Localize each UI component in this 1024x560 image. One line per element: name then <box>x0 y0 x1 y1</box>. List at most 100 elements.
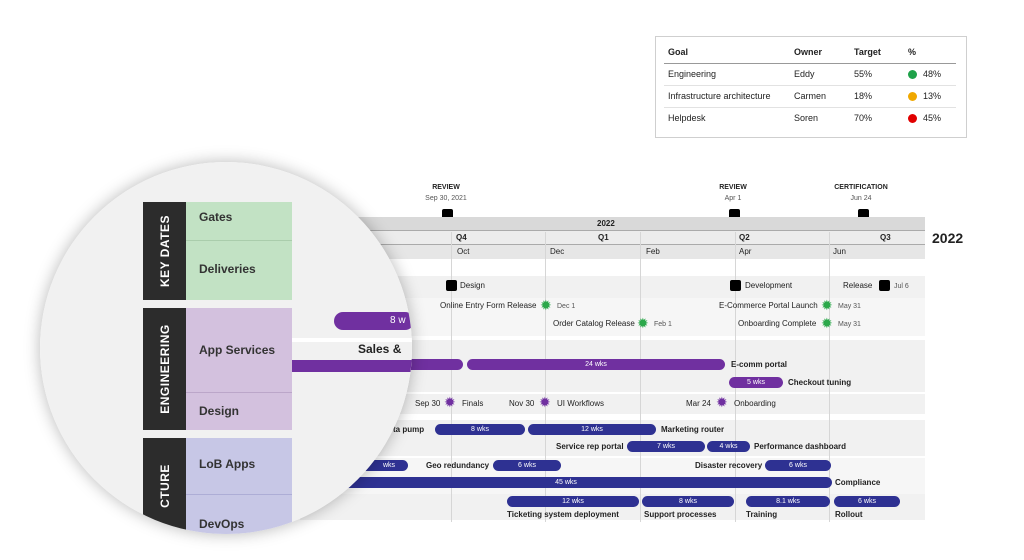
gate-title: REVIEW <box>432 184 460 191</box>
table-row: Infrastructure architecture Carmen 18% 1… <box>664 85 956 109</box>
design-date: Nov 30 <box>509 399 535 408</box>
task-label: Service rep portal <box>556 442 624 451</box>
pct-cell: 45% <box>904 108 956 130</box>
gate-marker-icon[interactable] <box>729 209 740 220</box>
task-label: Training <box>746 510 778 519</box>
magnifier-divider <box>292 338 412 342</box>
quarter-label: Q4 <box>456 233 467 242</box>
section-key-dates: KEY DATES <box>143 202 186 300</box>
milestone-label: E-Commerce Portal Launch <box>719 301 818 310</box>
timescale-year-row <box>300 217 925 231</box>
milestone-star-icon[interactable]: ✹ <box>540 297 552 313</box>
task-label: E-comm portal <box>731 360 788 369</box>
magnifier-lens: KEY DATES ENGINEERING CTURE Gates Delive… <box>40 162 412 534</box>
row-lob-apps[interactable]: LoB Apps <box>186 438 292 494</box>
timescale-year: 2022 <box>597 219 615 228</box>
gate-date: Jun 24 <box>850 195 872 202</box>
gate-marker-icon[interactable] <box>442 209 453 220</box>
task-label: Marketing router <box>661 425 725 434</box>
milestone-star-icon[interactable]: ✹ <box>637 315 649 331</box>
gridline <box>829 232 830 522</box>
design-label: UI Workflows <box>557 399 604 408</box>
task-bar[interactable]: 12 wks <box>507 496 639 507</box>
magnified-purple-bar <box>292 360 412 372</box>
task-bar[interactable]: 8 wks <box>435 424 525 435</box>
delivery-marker-icon[interactable] <box>879 280 890 291</box>
timescale-year-big: 2022 <box>932 230 964 246</box>
design-star-icon[interactable]: ✹ <box>716 394 728 410</box>
owner-cell: Carmen <box>790 85 850 109</box>
delivery-marker-icon[interactable] <box>446 280 457 291</box>
status-dot-icon <box>908 92 917 102</box>
pct-value: 48% <box>923 69 942 79</box>
task-label: Compliance <box>835 478 881 487</box>
milestone-label: Order Catalog Release <box>553 319 635 328</box>
design-date: Mar 24 <box>686 399 711 408</box>
month-label: Oct <box>457 247 470 256</box>
task-label: Disaster recovery <box>695 461 763 470</box>
row-devops[interactable]: DevOps <box>186 494 292 534</box>
milestone-label: Online Entry Form Release <box>440 301 537 310</box>
task-label: Checkout tuning <box>788 378 852 387</box>
month-label: Dec <box>550 247 565 256</box>
task-label: Geo redundancy <box>426 461 490 470</box>
task-bar[interactable]: 7 wks <box>627 441 705 452</box>
task-bar[interactable]: 8.1 wks <box>746 496 830 507</box>
owner-cell: Eddy <box>790 63 850 87</box>
row-design[interactable]: Design <box>186 392 292 430</box>
milestone-date: Feb 1 <box>654 321 672 328</box>
section-label: KEY DATES <box>157 214 172 288</box>
task-bar[interactable]: 45 wks <box>300 477 832 488</box>
goal-table-grid: Goal Owner Target % Engineering Eddy 55%… <box>664 41 956 129</box>
goal-table: Goal Owner Target % Engineering Eddy 55%… <box>655 36 967 138</box>
status-dot-icon <box>908 70 917 80</box>
task-bar[interactable]: 6 wks <box>834 496 900 507</box>
design-star-icon[interactable]: ✹ <box>444 394 456 410</box>
pct-cell: 48% <box>904 63 956 87</box>
header-target: Target <box>850 41 904 64</box>
gate-title: REVIEW <box>719 184 747 191</box>
header-owner: Owner <box>790 41 850 64</box>
table-row: Helpdesk Soren 70% 45% <box>664 108 956 130</box>
delivery-date: Jul 6 <box>894 283 909 290</box>
pct-value: 45% <box>923 113 942 124</box>
magnified-task-bar[interactable]: 8 w <box>334 312 412 330</box>
delivery-label: Release <box>843 281 873 290</box>
row-gates[interactable]: Gates <box>186 202 292 240</box>
section-label: ENGINEERING <box>157 324 172 414</box>
gridline <box>545 232 546 522</box>
goal-cell: Helpdesk <box>668 113 706 124</box>
goal-cell: Engineering <box>664 63 790 87</box>
target-cell: 55% <box>850 63 904 87</box>
row-deliveries[interactable]: Deliveries <box>186 240 292 300</box>
task-bar[interactable]: 6 wks <box>765 460 831 471</box>
gate-date: Apr 1 <box>724 195 742 202</box>
milestone-star-icon[interactable]: ✹ <box>821 297 833 313</box>
design-star-icon[interactable]: ✹ <box>539 394 551 410</box>
header-pct: % <box>904 41 956 64</box>
task-label: Support processes <box>644 510 717 519</box>
row-app-services[interactable]: App Services <box>186 308 292 392</box>
task-bar[interactable]: 24 wks <box>467 359 725 370</box>
section-label: CTURE <box>157 464 172 508</box>
target-cell: 70% <box>854 113 873 124</box>
task-bar[interactable]: 12 wks <box>528 424 656 435</box>
task-bar[interactable]: 6 wks <box>493 460 561 471</box>
section-engineering: ENGINEERING <box>143 308 186 430</box>
delivery-marker-icon[interactable] <box>730 280 741 291</box>
design-date: Sep 30 <box>415 399 441 408</box>
task-bar[interactable]: 5 wks <box>729 377 783 388</box>
goal-cell: Infrastructure architecture <box>664 85 790 109</box>
milestone-date: May 31 <box>838 321 861 328</box>
task-bar[interactable]: 4 wks <box>707 441 750 452</box>
quarter-label: Q3 <box>880 233 891 242</box>
goal-table-header: Goal Owner Target % <box>664 41 956 64</box>
delivery-label: Design <box>460 281 485 290</box>
timescale-quarter-row <box>300 231 925 245</box>
status-dot-icon <box>908 114 917 124</box>
quarter-label: Q1 <box>598 233 609 242</box>
milestone-star-icon[interactable]: ✹ <box>821 315 833 331</box>
table-row: Engineering Eddy 55% 48% <box>664 63 956 87</box>
task-bar[interactable]: 8 wks <box>642 496 734 507</box>
gate-marker-icon[interactable] <box>858 209 869 220</box>
